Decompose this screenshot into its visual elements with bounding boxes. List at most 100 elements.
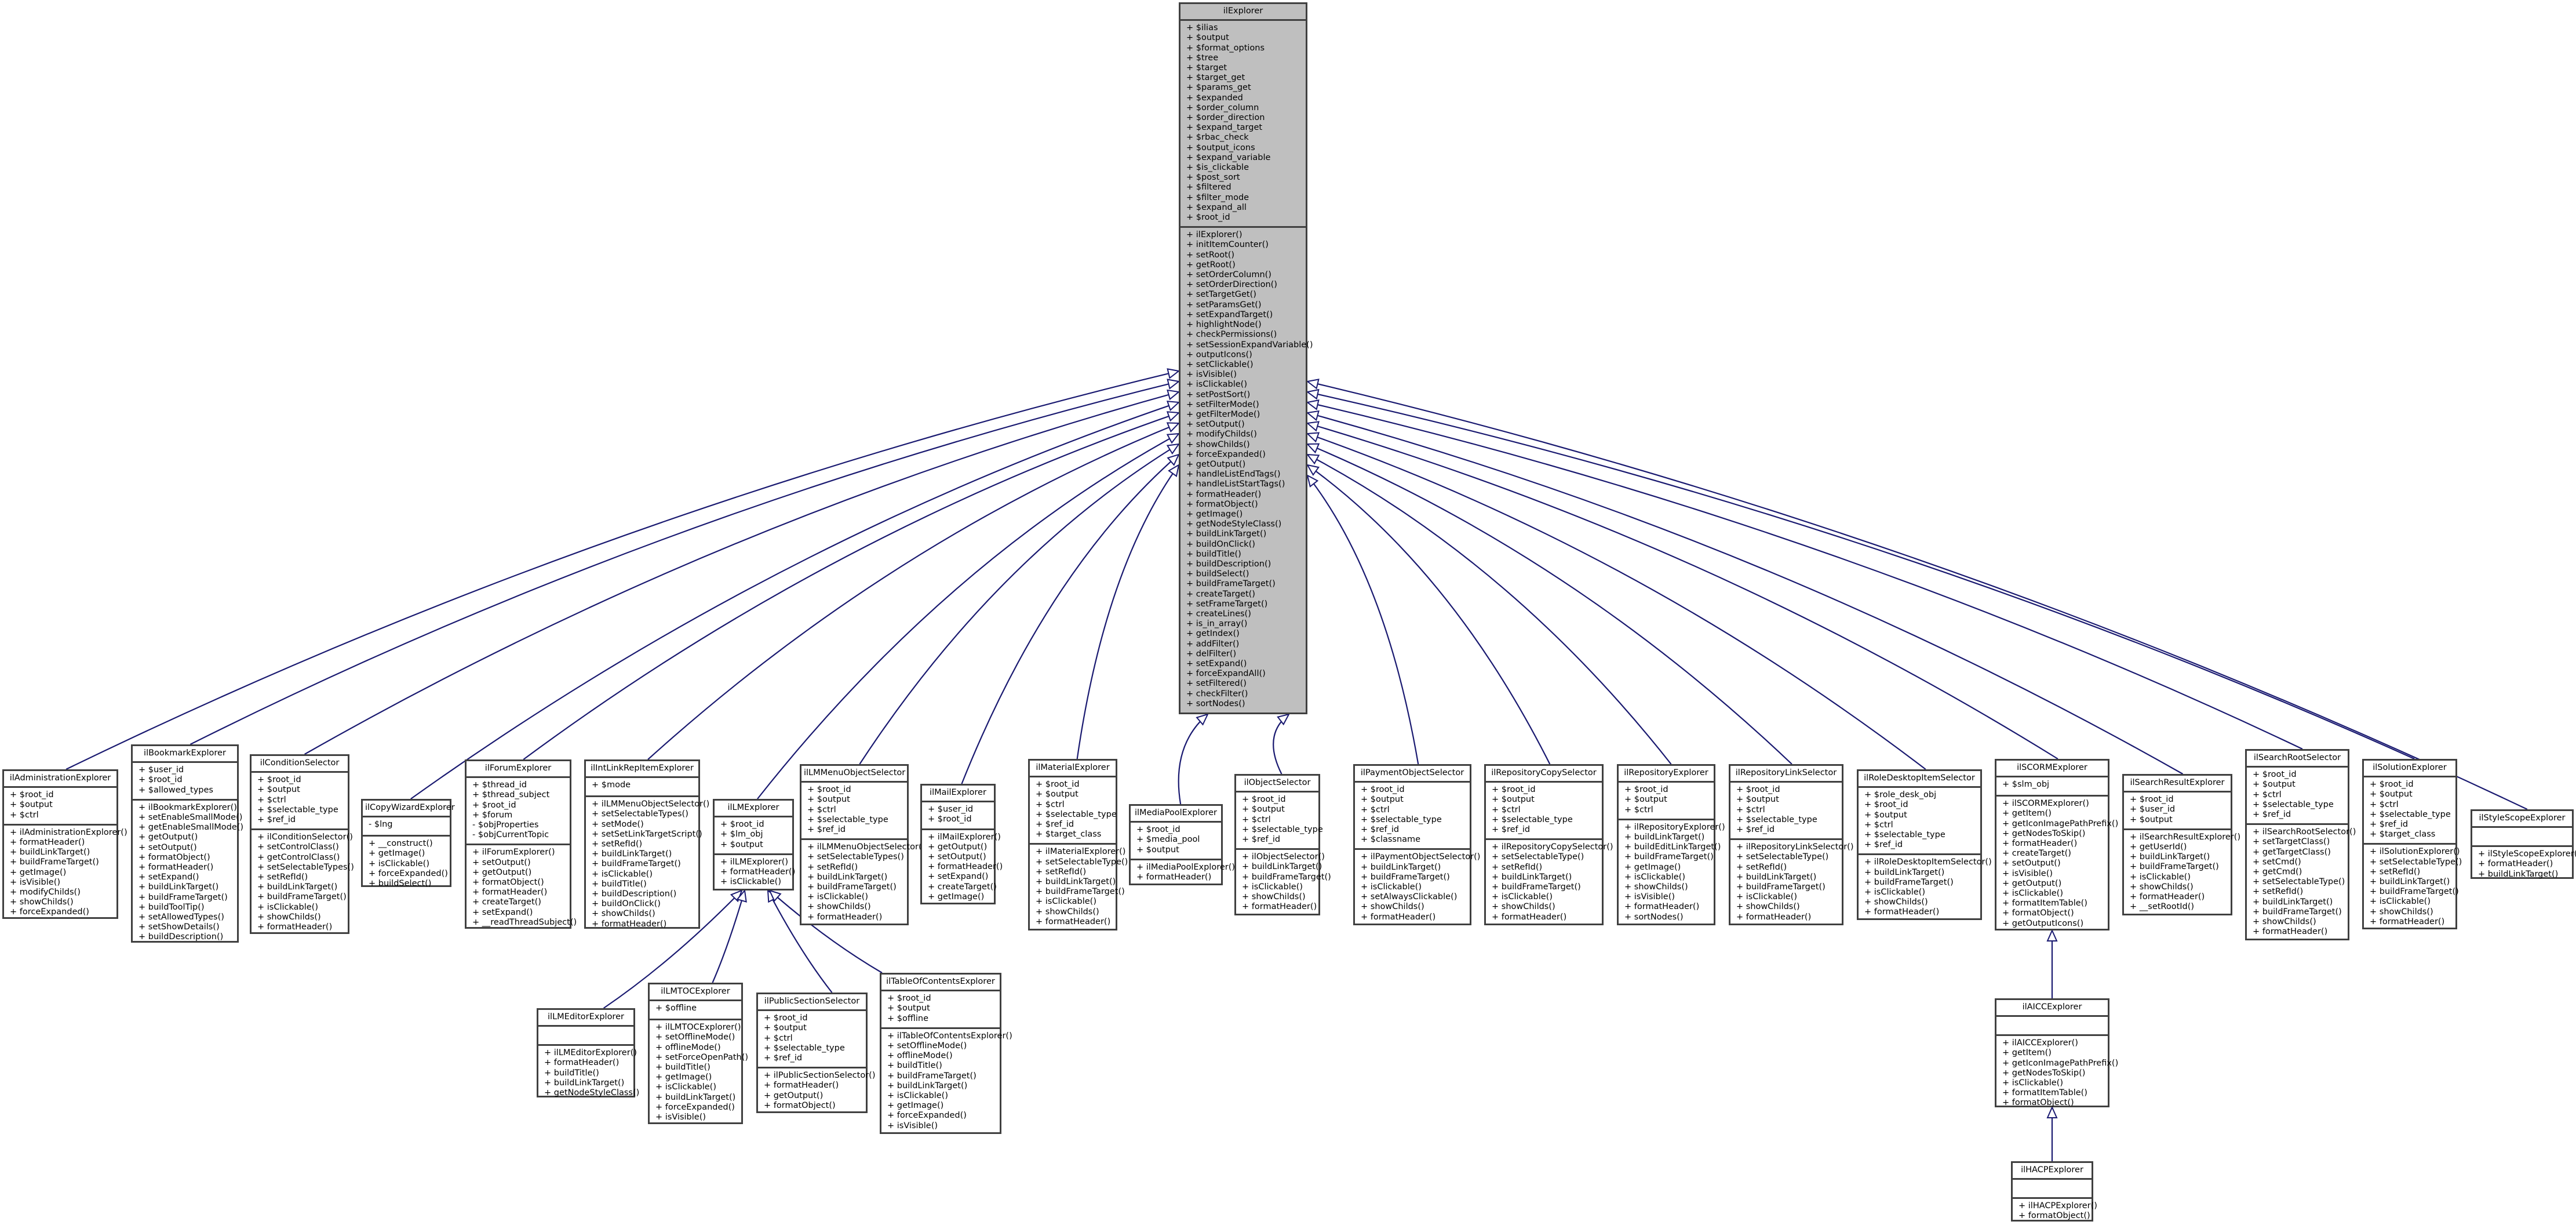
class-box-il-object-selector[interactable]: ilObjectSelector+ $root_id+ $output+ $ct… bbox=[1234, 774, 1331, 915]
attribute: + $thread_id bbox=[472, 780, 527, 790]
operation: + setSelectableType() bbox=[1736, 852, 1829, 862]
class-box-il-forum-explorer[interactable]: ilForumExplorer+ $thread_id+ $thread_sub… bbox=[465, 759, 577, 929]
class-box-il-public-section-selector[interactable]: ilPublicSectionSelector+ $root_id+ $outp… bbox=[756, 993, 875, 1114]
class-box-il-media-pool-explorer[interactable]: ilMediaPoolExplorer+ $root_id+ $media_po… bbox=[1129, 804, 1236, 886]
inheritance-arrow-icon bbox=[1166, 432, 1180, 444]
inheritance-arrow-icon bbox=[736, 889, 747, 903]
class-box-il-role-desktop-item-selector[interactable]: ilRoleDesktopItemSelector+ $role_desk_ob… bbox=[1857, 769, 1992, 920]
operations-section: + ilRepositoryLinkSelector()+ setSelecta… bbox=[1730, 840, 1854, 926]
operation: + forceExpanded() bbox=[655, 1102, 735, 1112]
operation: + ilLMMenuObjectSelector() bbox=[807, 842, 926, 852]
operation: + formatHeader() bbox=[1492, 912, 1567, 922]
operation: + ilMediaPoolExplorer() bbox=[1136, 862, 1236, 872]
operation: + buildLinkTarget() bbox=[1242, 862, 1322, 872]
class-box-il-solution-explorer[interactable]: ilSolutionExplorer+ $root_id+ $output+ $… bbox=[2362, 759, 2462, 929]
operation: + showChilds() bbox=[1036, 907, 1099, 917]
operations-section: + ilTableOfContentsExplorer()+ setOfflin… bbox=[881, 1029, 1012, 1135]
operation: + getImage() bbox=[928, 892, 985, 902]
class-box-il-search-result-explorer[interactable]: ilSearchResultExplorer+ $root_id+ $user_… bbox=[2122, 774, 2240, 915]
class-box-il-repository-copy-selector[interactable]: ilRepositoryCopySelector+ $root_id+ $out… bbox=[1484, 764, 1613, 925]
operation: + setSetLinkTargetScript() bbox=[592, 829, 702, 839]
class-box-il-lmexplorer[interactable]: ilLMExplorer+ $root_id+ $lm_obj+ $output… bbox=[713, 799, 795, 890]
class-name: ilTableOfContentsExplorer bbox=[881, 975, 1000, 992]
operations-section: + ilSearchRootSelector()+ setTargetClass… bbox=[2247, 825, 2356, 940]
operation: + buildFrameTarget() bbox=[2253, 907, 2342, 917]
class-box-il-search-root-selector[interactable]: ilSearchRootSelector+ $root_id+ $output+… bbox=[2245, 749, 2356, 940]
attribute: + $ctrl bbox=[1624, 805, 1653, 815]
class-box-il-repository-explorer[interactable]: ilRepositoryExplorer+ $root_id+ $output+… bbox=[1617, 764, 1725, 925]
attribute: + $output bbox=[1242, 805, 1285, 815]
operation: + buildFrameTarget() bbox=[2130, 862, 2219, 872]
operation: + isClickable() bbox=[2370, 897, 2431, 907]
attribute: + $output bbox=[2130, 815, 2173, 824]
class-box-il-mail-explorer[interactable]: ilMailExplorer+ $user_id+ $root_id+ ilMa… bbox=[920, 784, 1003, 904]
class-box-il-aiccexplorer[interactable]: ilAICCExplorer+ ilAICCExplorer()+ getIte… bbox=[1995, 998, 2118, 1108]
class-box-il-scormexplorer[interactable]: ilSCORMExplorer+ $slm_obj+ ilSCORMExplor… bbox=[1995, 759, 2119, 930]
class-box-il-administration-explorer[interactable]: ilAdministrationExplorer+ $root_id+ $out… bbox=[2, 769, 127, 921]
class-name: ilSearchRootSelector bbox=[2247, 751, 2348, 768]
attribute: + $selectable_type bbox=[257, 805, 338, 815]
class-name: ilForumExplorer bbox=[467, 761, 570, 779]
operation: + buildLinkTarget() bbox=[1361, 862, 1441, 872]
class-name: ilExplorer bbox=[1180, 4, 1306, 21]
operation: + showChilds() bbox=[1242, 892, 1306, 902]
class-box-il-explorer[interactable]: ilExplorer+ $ilias+ $output+ $format_opt… bbox=[1179, 2, 1313, 714]
inheritance-arrow-icon bbox=[1306, 432, 1320, 443]
operation: + setFiltered() bbox=[1186, 679, 1247, 689]
attribute: + $selectable_type bbox=[1864, 830, 1945, 840]
attribute: + $ref_id bbox=[1492, 825, 1531, 835]
attribute: + $output bbox=[807, 795, 850, 805]
attribute: + $output bbox=[764, 1023, 807, 1033]
operations-section: + ilMediaPoolExplorer()+ formatHeader() bbox=[1131, 860, 1236, 886]
operations-section: + ilAdministrationExplorer()+ formatHead… bbox=[4, 826, 127, 921]
attribute: + $slm_obj bbox=[2002, 780, 2050, 790]
class-name: ilLMEditorExplorer bbox=[538, 1010, 633, 1027]
class-box-il-bookmark-explorer[interactable]: ilBookmarkExplorer+ $user_id+ $root_id+ … bbox=[131, 744, 243, 943]
operation: + showChilds() bbox=[2130, 882, 2194, 892]
class-box-il-condition-selector[interactable]: ilConditionSelector+ $root_id+ $output+ … bbox=[250, 754, 354, 934]
attribute: + $output bbox=[1736, 795, 1779, 805]
attributes-section: + $root_id+ $output+ $ctrl+ $selectable_… bbox=[1236, 793, 1323, 850]
operation: + showChilds() bbox=[1186, 439, 1250, 449]
class-box-il-material-explorer[interactable]: ilMaterialExplorer+ $root_id+ $output+ $… bbox=[1028, 759, 1128, 930]
class-box-il-copy-wizard-explorer[interactable]: ilCopyWizardExplorer- $lng+ __construct(… bbox=[361, 799, 455, 888]
operation: + ilForumExplorer() bbox=[472, 848, 555, 857]
operation: + getOutputIcons() bbox=[2002, 918, 2084, 928]
inheritance-edge bbox=[757, 433, 1179, 799]
operation: + buildLinkTarget() bbox=[592, 849, 672, 859]
attribute: + $is_clickable bbox=[1186, 163, 1249, 173]
class-box-il-style-scope-explorer[interactable]: ilStyleScopeExplorer+ ilStyleScopeExplor… bbox=[2471, 809, 2576, 879]
operation: + formatHeader() bbox=[139, 863, 214, 873]
class-box-il-payment-object-selector[interactable]: ilPaymentObjectSelector+ $root_id+ $outp… bbox=[1353, 764, 1480, 925]
operations-section: + ilPublicSectionSelector()+ formatHeade… bbox=[758, 1068, 875, 1114]
operation: + buildTitle() bbox=[544, 1068, 599, 1078]
operation: + isClickable() bbox=[1036, 897, 1096, 907]
class-box-il-hacpexplorer[interactable]: ilHACPExplorer+ ilHACPExplorer()+ format… bbox=[2011, 1161, 2097, 1222]
operations-section: + ilPaymentObjectSelector()+ buildLinkTa… bbox=[1355, 850, 1480, 925]
operation: + highlightNode() bbox=[1186, 320, 1262, 330]
class-box-il-table-of-contents-explorer[interactable]: ilTableOfContentsExplorer+ $root_id+ $ou… bbox=[880, 973, 1012, 1135]
attribute: + $order_direction bbox=[1186, 113, 1265, 123]
class-box-il-lmtocexplorer[interactable]: ilLMTOCExplorer+ $offline+ ilLMTOCExplor… bbox=[648, 983, 748, 1124]
operation: + formatObject() bbox=[2018, 1211, 2090, 1221]
operation: + forceExpandAll() bbox=[1186, 669, 1266, 679]
operation: + formatObject() bbox=[2002, 1098, 2074, 1108]
operation: + buildLinkTarget() bbox=[1492, 872, 1572, 882]
class-name: ilRoleDesktopItemSelector bbox=[1859, 771, 1980, 788]
operation: + __setRootId() bbox=[2130, 902, 2195, 912]
class-box-il-lmeditor-explorer[interactable]: ilLMEditorExplorer+ ilLMEditorExplorer()… bbox=[537, 1008, 639, 1097]
operation: + isClickable() bbox=[2002, 1078, 2063, 1088]
operation: + isVisible() bbox=[887, 1121, 938, 1131]
operation: + formatHeader() bbox=[544, 1058, 620, 1068]
attribute: + $forum bbox=[472, 810, 513, 820]
class-name: ilMediaPoolExplorer bbox=[1131, 806, 1221, 823]
attribute: + $root_id bbox=[1492, 785, 1536, 795]
inheritance-edge bbox=[1307, 401, 2303, 750]
class-box-il-int-link-rep-item-explorer[interactable]: ilIntLinkRepItemExplorer+ $mode+ ilLMMen… bbox=[584, 759, 709, 929]
class-name: ilPublicSectionSelector bbox=[758, 994, 866, 1012]
class-box-il-lmmenu-object-selector[interactable]: ilLMMenuObjectSelector+ $root_id+ $outpu… bbox=[800, 764, 926, 925]
class-box-il-repository-link-selector[interactable]: ilRepositoryLinkSelector+ $root_id+ $out… bbox=[1729, 764, 1854, 926]
operation: + getIconImagePathPrefix() bbox=[2002, 819, 2119, 828]
operation: + setSelectableType() bbox=[1492, 852, 1584, 862]
operation: + ilSolutionExplorer() bbox=[2370, 847, 2460, 857]
